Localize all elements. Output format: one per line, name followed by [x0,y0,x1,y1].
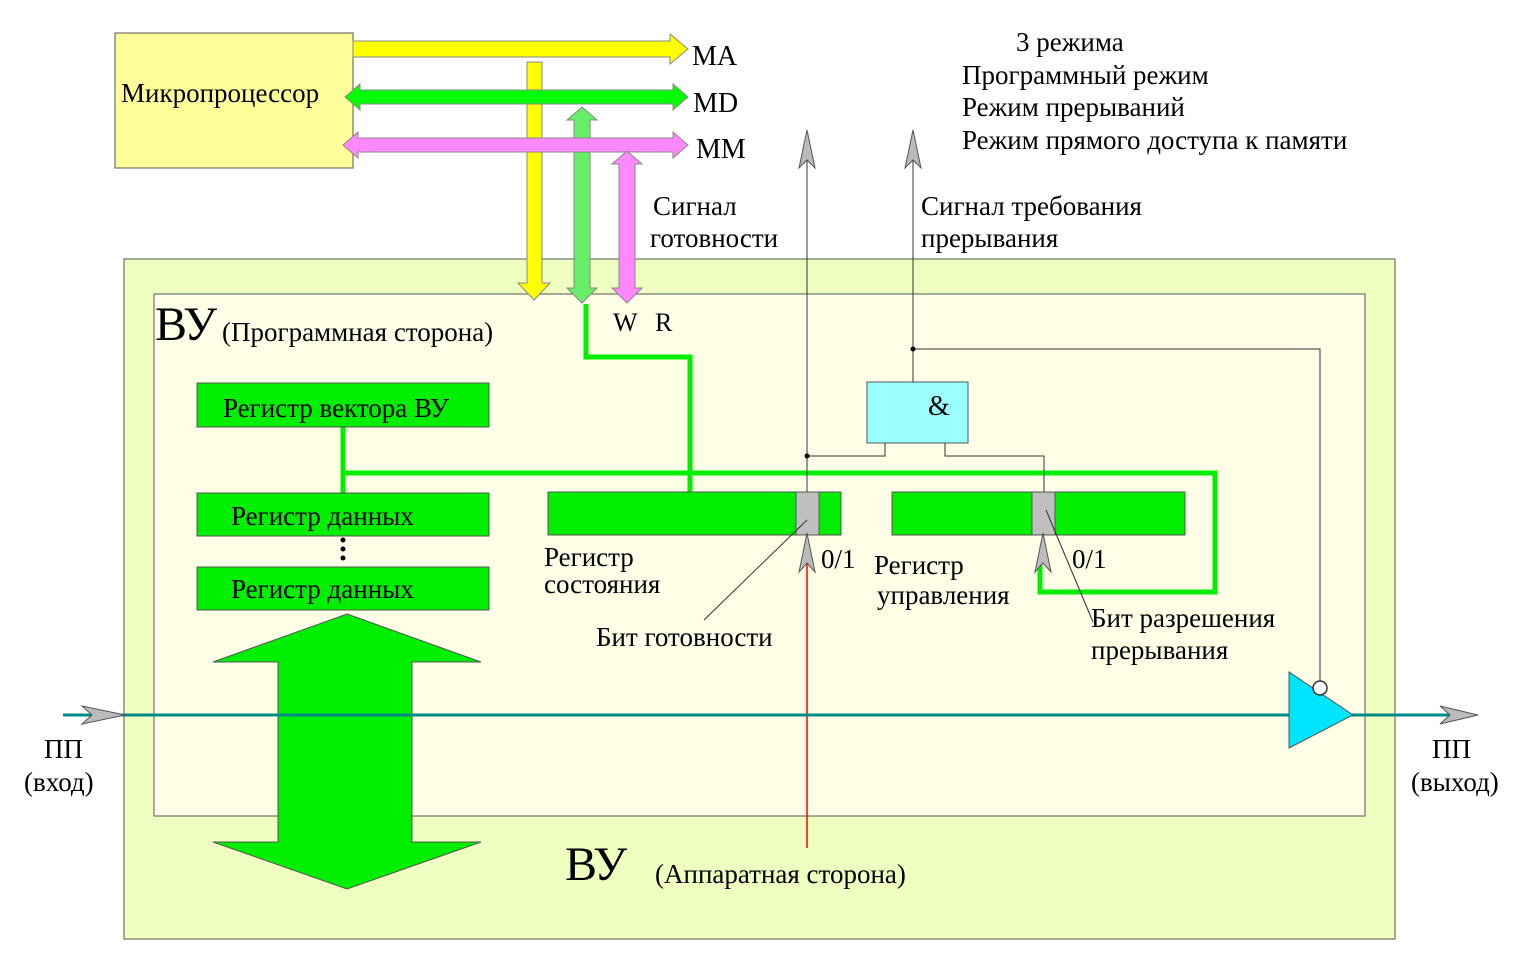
interrupt-enable-bit-label-line2: прерывания [1091,635,1229,665]
data-line-main [343,470,1218,595]
mode-item: Режим прямого доступа к памяти [962,125,1348,155]
register-status-box [547,491,842,536]
junction-dot [804,453,810,459]
processor-label: Микропроцессор [121,78,320,108]
io-input-label-line1: ПП [44,734,83,764]
write-signal-label: W [613,308,638,337]
status-ready-bit-cell [795,491,820,536]
register-data-2-box [196,566,490,611]
mode-item: Режим прерываний [962,92,1185,122]
bus-md-arrow [344,82,689,112]
bus-mm-arrow [342,130,689,160]
io-input-label-line2: (вход) [24,767,94,797]
ready-signal-label-line1: Сигнал [653,191,737,221]
ready-signal-label-line2: готовности [650,223,779,253]
status-bit-value: 0/1 [821,544,856,574]
hardware-side-title: ВУ [565,838,628,891]
and-gate-box [866,381,969,444]
io-output-label-line2: (выход) [1411,767,1499,797]
modes-heading: 3 режима [1016,27,1124,57]
interrupt-to-buffer-line [913,348,1321,682]
io-output-label-line1: ПП [1432,734,1471,764]
bus-md-branch-arrow [565,106,599,304]
hardware-side-subtitle: (Аппаратная сторона) [655,859,906,889]
control-bit-value: 0/1 [1072,544,1107,574]
io-output-arrowhead [1439,705,1479,725]
register-control-label-line2: управления [877,580,1010,610]
ready-signal-arrowhead [798,129,816,170]
ready-to-and-line [807,443,886,457]
and-gate-label: & [928,391,950,422]
ellipsis-dot [340,537,346,543]
junction-dot [910,346,916,352]
software-side-title: ВУ [155,298,218,351]
data-line-md [583,304,693,493]
buffer-enable-bubble [1312,680,1328,696]
bus-ma-label: MA [692,41,738,72]
io-input-arrowhead [80,705,126,725]
enable-bit-pointer [1045,509,1094,623]
register-status-label-line2: состояния [544,569,661,599]
bus-mm-label: MM [696,134,746,165]
ready-bit-label: Бит готовности [596,622,773,652]
register-vector-box [196,382,490,428]
bus-mm-branch-arrow [610,150,644,304]
software-side-subtitle: (Программная сторона) [222,317,494,347]
enable-bit-set-arrowhead [1034,532,1052,574]
register-data-2-label: Регистр данных [231,574,414,604]
hardware-data-big-arrow [212,613,482,890]
mode-item: Программный режим [962,60,1209,90]
enable-to-and-line [944,443,1045,492]
register-vector-label: Регистр вектора ВУ [223,393,449,423]
bus-md-label: MD [693,88,739,119]
read-signal-label: R [655,308,673,337]
register-status-label-line1: Регистр [544,542,634,572]
processor-box [114,32,354,169]
register-data-1-box [196,492,490,537]
register-data-1-label: Регистр данных [231,501,414,531]
ready-bit-set-arrowhead [798,532,816,574]
ready-bit-pointer [703,519,808,621]
register-control-label-line1: Регистр [874,550,964,580]
ellipsis-dot [340,546,346,552]
control-enable-bit-cell [1031,491,1056,536]
interrupt-signal-arrowhead [904,129,922,170]
interrupt-enable-bit-label-line1: Бит разрешения [1091,603,1276,633]
interrupt-signal-label-line2: прерывания [921,223,1059,253]
bus-ma-arrow [352,32,689,66]
interrupt-signal-label-line1: Сигнал требования [921,191,1142,221]
ellipsis-dot [340,555,346,561]
